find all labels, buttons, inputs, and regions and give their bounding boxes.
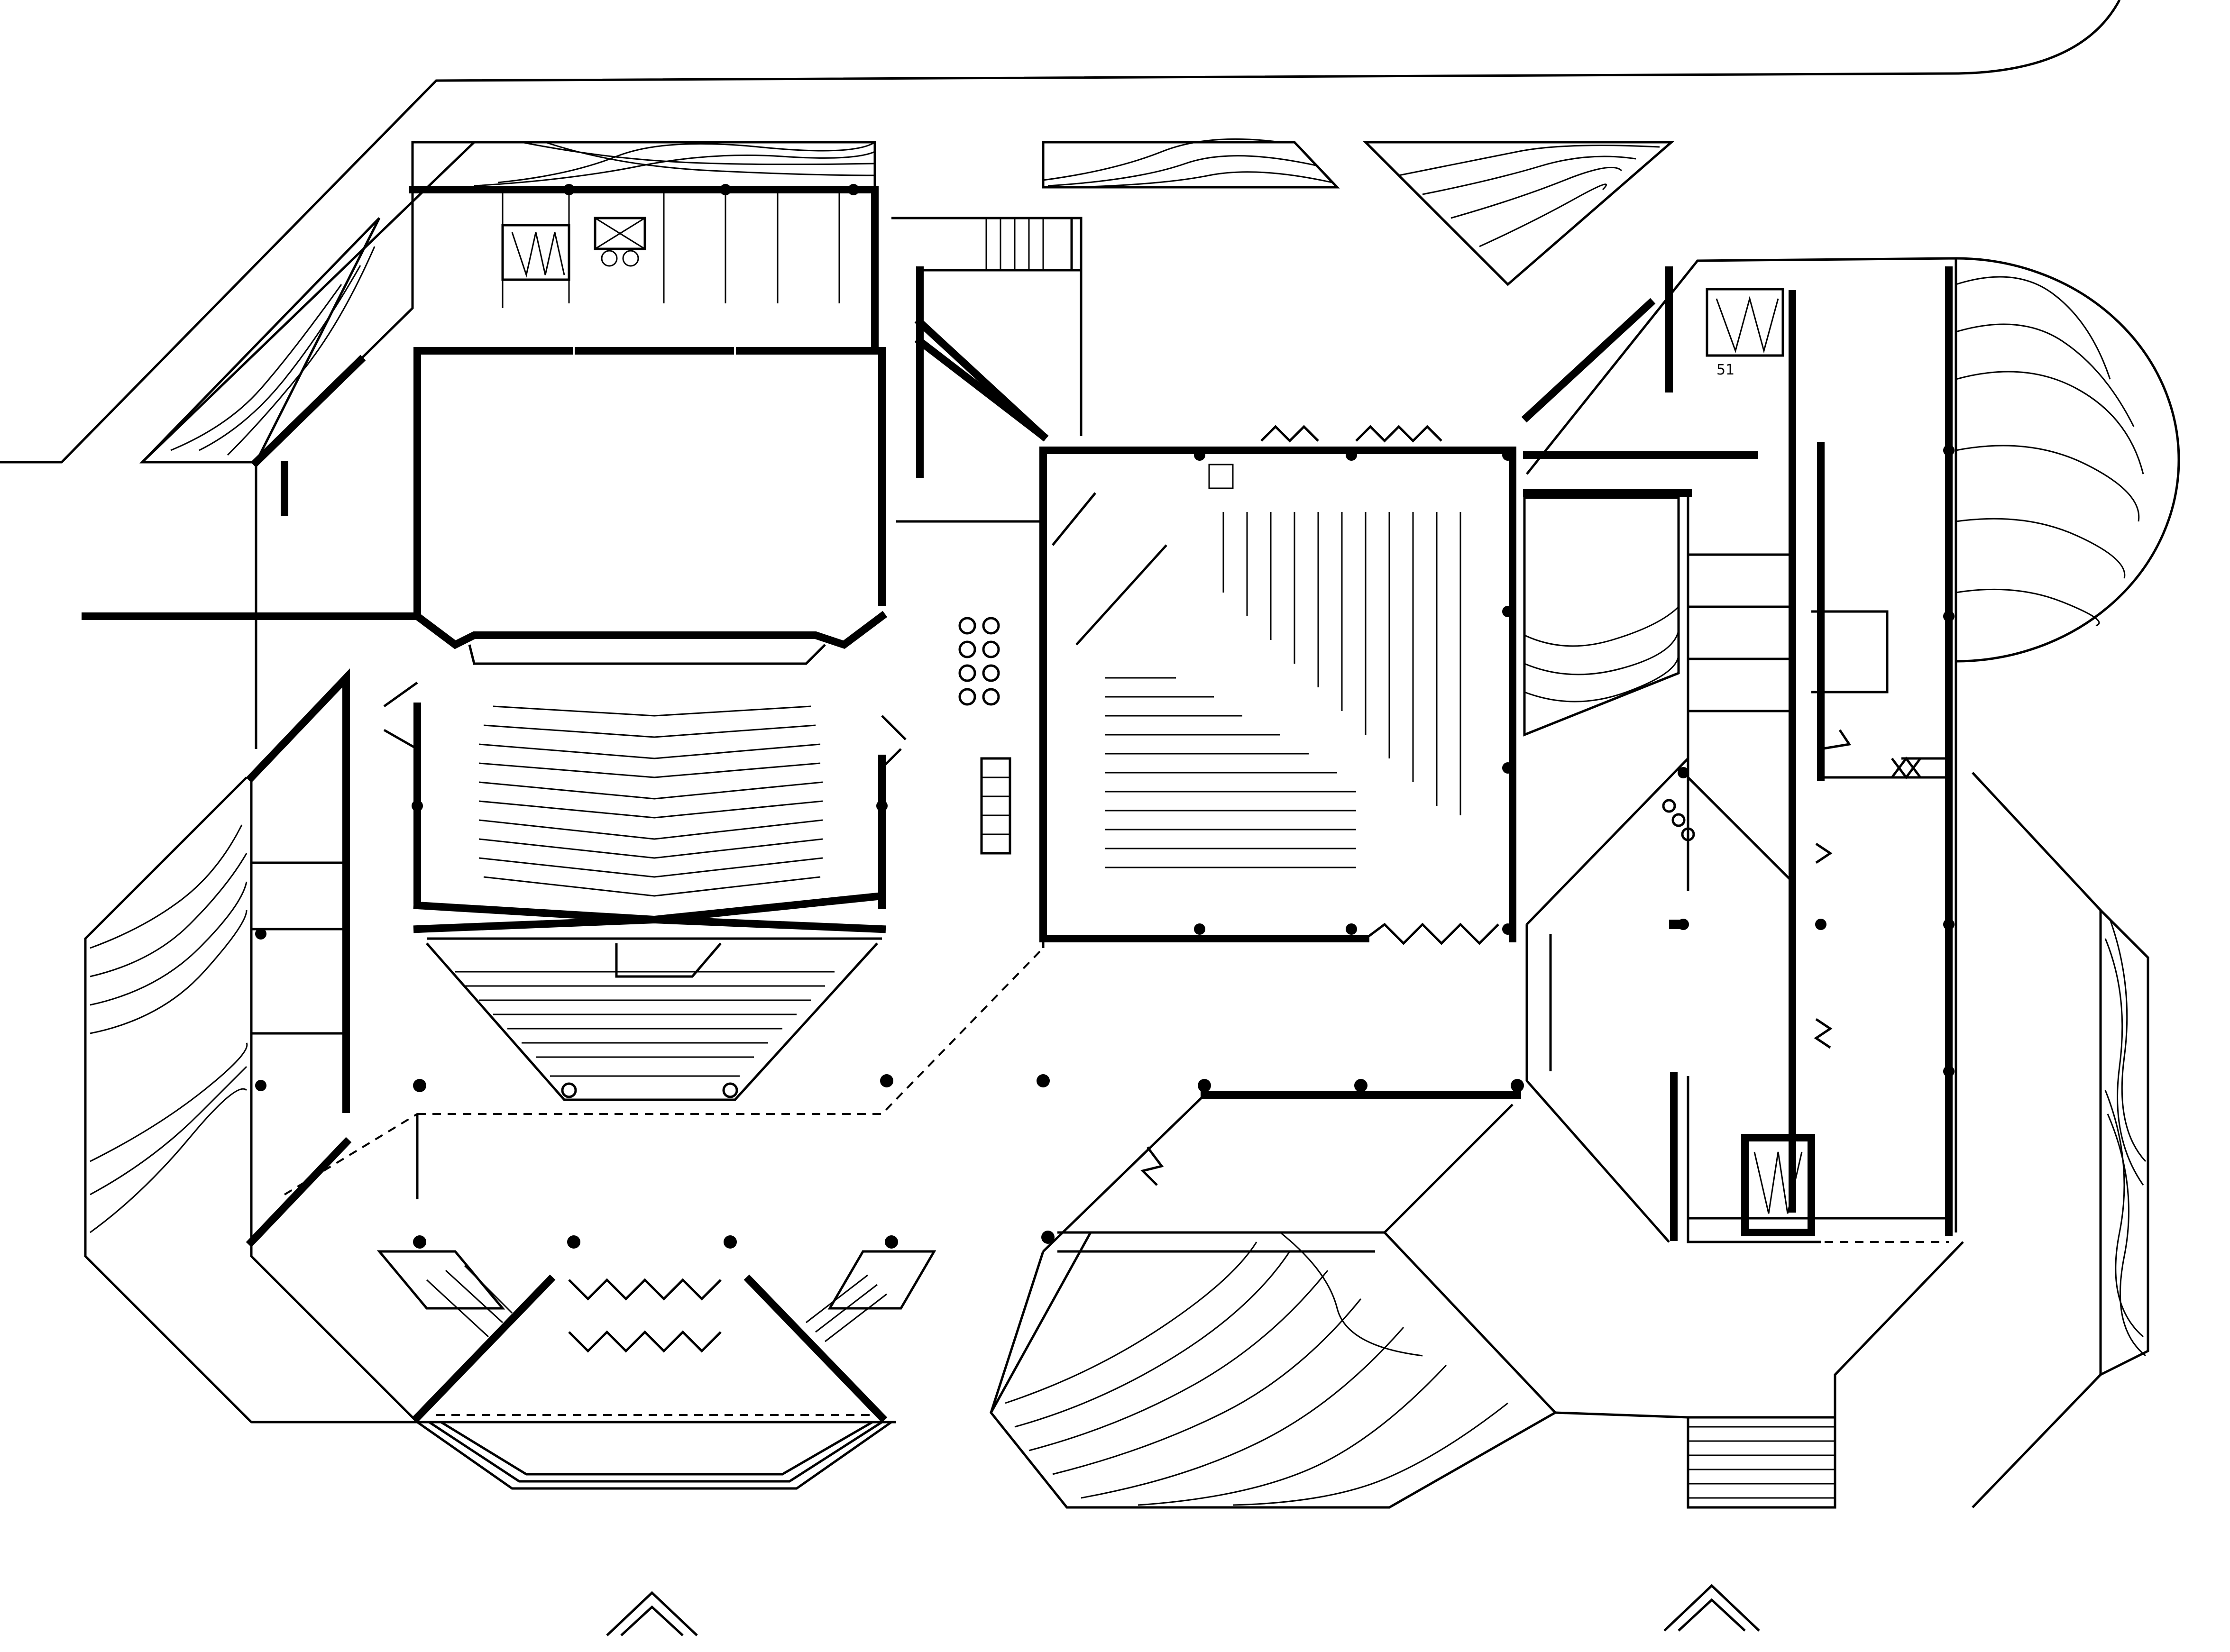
- studio-hall: [891, 217, 1524, 1252]
- seating-studio: [1105, 464, 1461, 868]
- landscape-bottom-hexagon: [990, 1231, 1558, 1509]
- stair-bottom-right-exterior: [1687, 1416, 1836, 1509]
- annotation-label: 51: [1716, 362, 1734, 378]
- landscape-right-strip: [2099, 907, 2149, 1377]
- auditorium-block: [82, 142, 1050, 1490]
- landscape-left: [84, 776, 252, 1423]
- entrance-arrow-right: [1663, 1584, 1760, 1632]
- right-wing: 51: [1521, 257, 2102, 1509]
- landscape-left-upper: [139, 217, 381, 464]
- stair-right-upper: [1706, 288, 1784, 357]
- stair-bottom-right: [806, 1250, 936, 1342]
- seating-main-hall: [478, 705, 823, 897]
- landscape-inner-right: [1523, 496, 1680, 737]
- landscape-top-left: [411, 141, 876, 189]
- landscape-top-center: [1042, 138, 1340, 189]
- stair-right-lower: [1741, 1134, 1815, 1236]
- exterior-edges: [251, 1231, 1375, 1424]
- entrance-arrow-left: [606, 1591, 698, 1636]
- landscape-contours: [84, 138, 2180, 1509]
- landscape-right-semicircle: [1955, 257, 2180, 663]
- elevator: [594, 217, 646, 267]
- dressing-units: [958, 617, 1011, 855]
- seating-lower: [426, 937, 882, 1101]
- stair-top-left: [501, 224, 570, 281]
- site-boundary: [0, 0, 2121, 464]
- landscape-top-right: [1362, 141, 1675, 286]
- stair-top-center: [977, 217, 1073, 270]
- stair-bottom-left: [376, 1250, 513, 1338]
